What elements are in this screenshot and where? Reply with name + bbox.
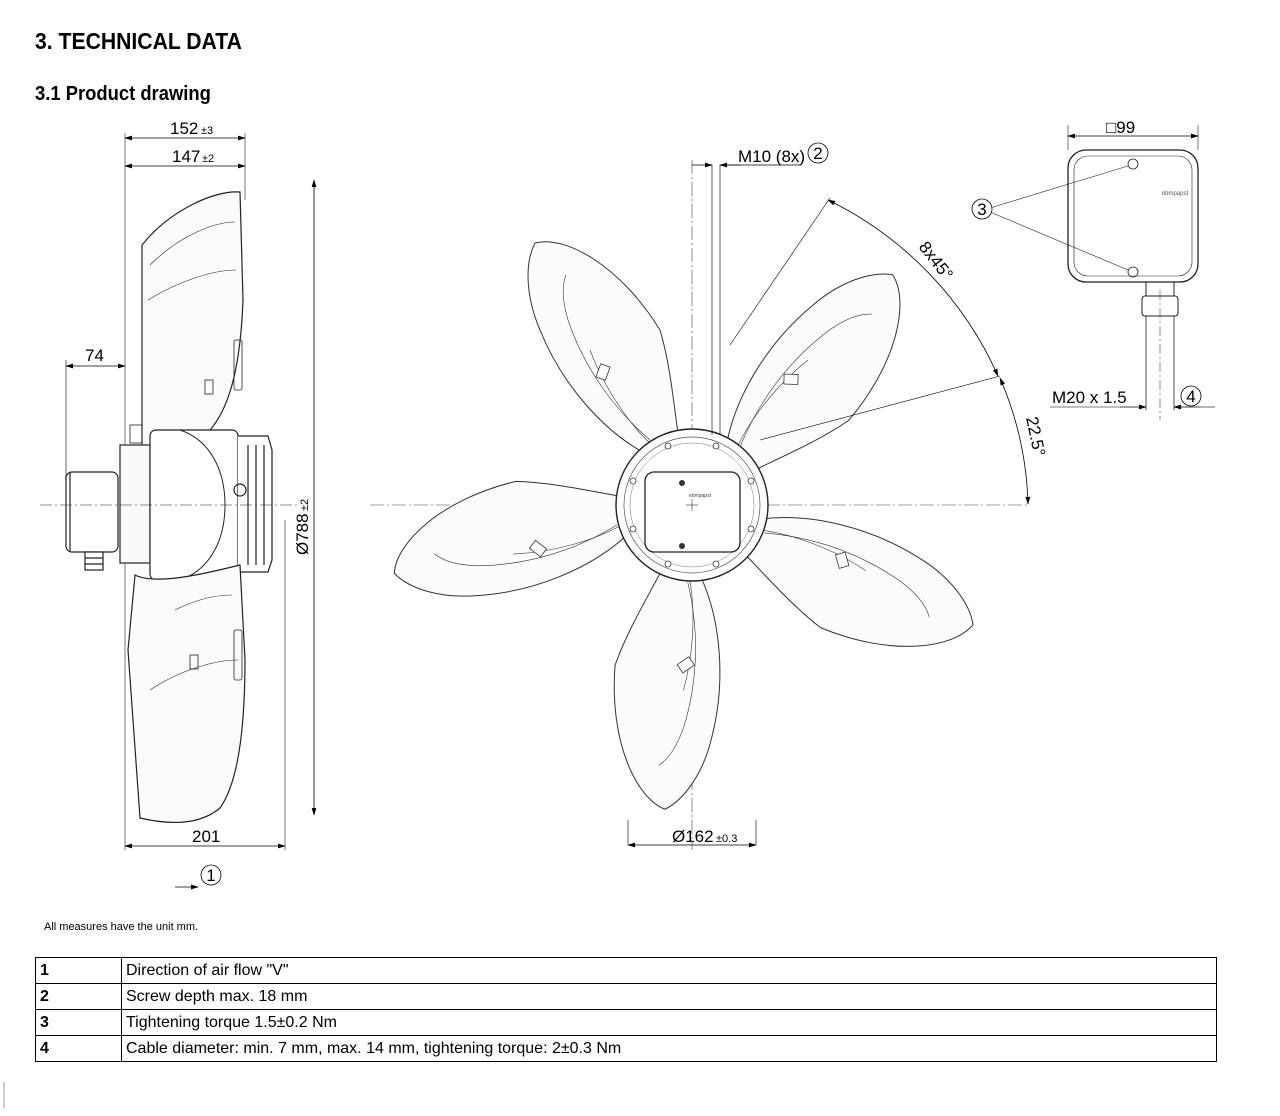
legend-row: 4 Cable diameter: min. 7 mm, max. 14 mm,…	[35, 1035, 1217, 1062]
front-view: ebmpapst	[370, 160, 1030, 850]
dim-74: 74	[85, 346, 104, 365]
side-view-dimensions	[65, 135, 317, 890]
legend-text: Tightening torque 1.5±0.2 Nm	[121, 1009, 1217, 1036]
dim-angle-22-5: 22.5°	[1022, 415, 1049, 458]
dim-201: 201	[192, 827, 220, 846]
dim-147-tol: ±2	[202, 153, 214, 165]
legend-number: 1	[35, 957, 122, 984]
dim-147: 147	[172, 147, 200, 166]
section-title: 3. TECHNICAL DATA	[35, 28, 242, 54]
legend-text: Cable diameter: min. 7 mm, max. 14 mm, t…	[121, 1035, 1217, 1062]
side-view	[40, 133, 300, 850]
svg-text:4: 4	[1186, 387, 1195, 406]
dim-788-tol: ±2	[299, 499, 311, 511]
callout-3: 3	[971, 198, 993, 220]
dim-m20: M20 x 1.5	[1052, 388, 1127, 407]
dim-788: Ø788	[293, 513, 312, 555]
dim-99: □99	[1106, 118, 1135, 137]
box-brand-mark: ebmpapst	[1162, 191, 1189, 197]
unit-note: All measures have the unit mm.	[44, 921, 199, 933]
dim-angle-8x45: 8x45°	[915, 238, 957, 284]
dim-162-tol: ±0.3	[716, 833, 737, 845]
legend-text: Screw depth max. 18 mm	[121, 983, 1217, 1010]
legend-row: 3 Tightening torque 1.5±0.2 Nm	[35, 1009, 1217, 1036]
callout-1: 1	[200, 864, 222, 886]
legend-row: 2 Screw depth max. 18 mm	[35, 983, 1217, 1010]
dim-152: 152	[170, 119, 198, 138]
legend-text: Direction of air flow "V"	[121, 957, 1217, 984]
dim-152-tol: ±3	[201, 125, 213, 137]
subsection-title: 3.1 Product drawing	[35, 83, 211, 105]
product-drawing: 152 ±3 147 ±2 74 201 Ø788 ±2 1	[40, 118, 1215, 890]
dim-788-group: Ø788 ±2	[293, 499, 312, 555]
legend-number: 3	[35, 1009, 122, 1036]
dim-m10: M10 (8x)	[738, 147, 805, 166]
margin-mark	[3, 1082, 5, 1108]
front-view-dimensions	[627, 162, 1031, 848]
legend-row: 1 Direction of air flow "V"	[35, 957, 1217, 984]
svg-text:3: 3	[977, 200, 986, 219]
legend-number: 2	[35, 983, 122, 1010]
hub-brand-mark: ebmpapst	[689, 493, 712, 499]
legend-table: 1 Direction of air flow "V" 2 Screw dept…	[35, 957, 1217, 1062]
svg-text:2: 2	[813, 144, 822, 163]
legend-number: 4	[35, 1035, 122, 1062]
svg-text:1: 1	[206, 866, 215, 885]
dim-162: Ø162	[672, 827, 714, 846]
callout-2: 2	[807, 142, 829, 164]
callout-4: 4	[1180, 385, 1202, 407]
terminal-box-view: ebmpapst	[989, 125, 1215, 420]
